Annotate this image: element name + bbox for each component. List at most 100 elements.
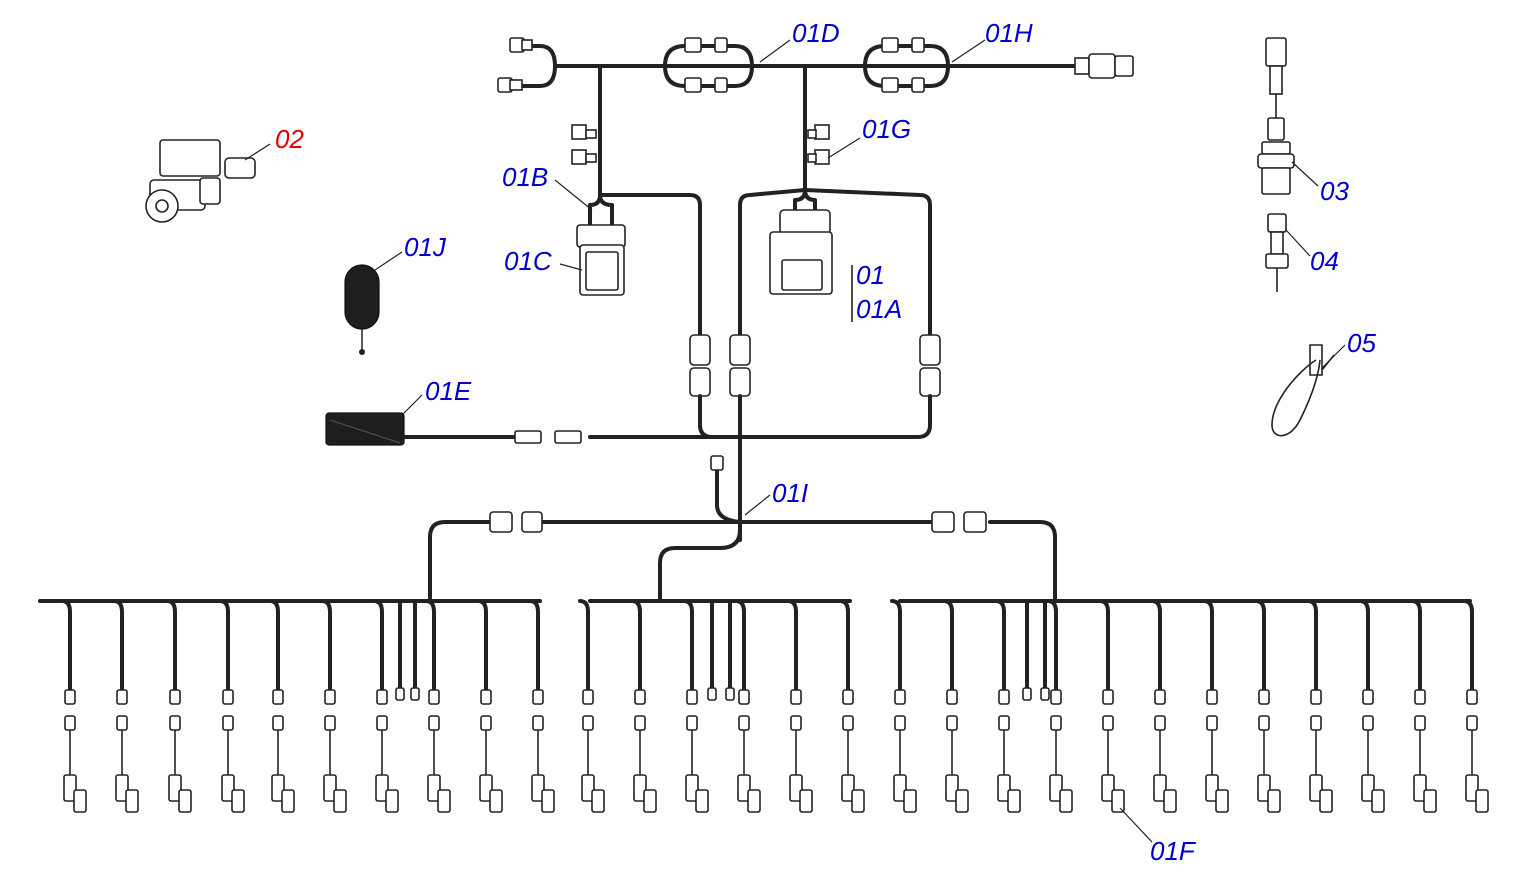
drop-connector <box>582 689 594 705</box>
drop-sensor-plug <box>1215 789 1229 813</box>
short-drop-connector <box>410 687 420 701</box>
drop-sensor-plug <box>178 789 192 813</box>
drop-connector <box>1310 689 1322 705</box>
drop-connector <box>998 689 1010 705</box>
drop-wire <box>268 599 280 692</box>
sensor-04 <box>1265 213 1289 292</box>
drop-wire <box>528 599 540 692</box>
drop-connector <box>532 689 544 705</box>
drop-connector-mate <box>532 715 544 731</box>
drop-sensor-plug <box>231 789 245 813</box>
label-01c: 01C <box>504 246 552 276</box>
drop-connector <box>1414 689 1426 705</box>
label-01f: 01F <box>1150 836 1197 866</box>
controller-01 <box>769 209 853 322</box>
module-01c <box>576 224 626 296</box>
label-01j: 01J <box>404 232 447 262</box>
drop-sensor-plug <box>1059 789 1073 813</box>
drop-connector-mate <box>169 715 181 731</box>
drop-connector-mate <box>1362 715 1374 731</box>
drop-wire <box>112 599 124 692</box>
drop-connector-mate <box>946 715 958 731</box>
drop-sensor-plug <box>851 789 865 813</box>
drop-wire <box>630 599 642 692</box>
drop-connector <box>738 689 750 705</box>
drop-sensor <box>168 774 182 802</box>
drop-sensor <box>685 774 699 802</box>
label-01g: 01G <box>862 114 911 144</box>
short-drop-connector <box>725 687 735 701</box>
short-drop-connector <box>395 687 405 701</box>
drop-sensor-plug <box>591 789 605 813</box>
drop-sensor-plug <box>1319 789 1333 813</box>
label-01d: 01D <box>792 18 840 48</box>
drop-wire <box>786 599 798 692</box>
drop-sensor-plug <box>1111 789 1125 813</box>
drop-sensor-plug <box>541 789 555 813</box>
drop-connector-mate <box>428 715 440 731</box>
middle-harness <box>428 394 1057 600</box>
drop-wire <box>1046 599 1058 692</box>
drop-sensor <box>63 774 77 802</box>
drop-connector-mate <box>222 715 234 731</box>
drop-connector <box>428 689 440 705</box>
drop-sensor-plug <box>643 789 657 813</box>
drop-sensor-plug <box>125 789 139 813</box>
short-drop-connector <box>1040 687 1050 701</box>
drop-sensor-plug <box>799 789 813 813</box>
drop-sensor <box>841 774 855 802</box>
drop-connector <box>1102 689 1114 705</box>
drop-wire <box>838 599 850 692</box>
drop-sensor <box>893 774 907 802</box>
drop-sensor-plug <box>489 789 503 813</box>
drop-connector-mate <box>686 715 698 731</box>
drop-sensor-plug <box>1475 789 1489 813</box>
short-drop-connector <box>707 687 717 701</box>
drop-sensor-plug <box>955 789 969 813</box>
drop-connector <box>1362 689 1374 705</box>
drop-connector-mate <box>116 715 128 731</box>
drop-sensor-plug <box>437 789 451 813</box>
drop-connector-mate <box>790 715 802 731</box>
drop-connector <box>169 689 181 705</box>
drop-wire <box>218 599 230 692</box>
drop-connector <box>64 689 76 705</box>
drop-wire <box>1358 599 1370 692</box>
drop-sensor <box>1049 774 1063 802</box>
drop-connector <box>1466 689 1478 705</box>
drop-connector-mate <box>738 715 750 731</box>
label-01h: 01H <box>985 18 1033 48</box>
valve-assembly-02 <box>145 139 256 223</box>
drop-wire <box>1306 599 1318 692</box>
drop-connector-mate <box>582 715 594 731</box>
drop-sensor <box>581 774 595 802</box>
drop-sensor <box>1309 774 1323 802</box>
drop-sensor-plug <box>385 789 399 813</box>
drop-connector <box>324 689 336 705</box>
drop-connector <box>1154 689 1166 705</box>
drop-wire <box>682 599 694 692</box>
drop-wire <box>994 599 1006 692</box>
drop-connector-mate <box>1414 715 1426 731</box>
drop-wire <box>320 599 332 692</box>
drop-sensor <box>945 774 959 802</box>
drop-sensor <box>1205 774 1219 802</box>
drop-sensor <box>1257 774 1271 802</box>
cable-tie-05 <box>1271 344 1335 437</box>
drop-sensor <box>1465 774 1479 802</box>
label-01i: 01I <box>772 478 808 508</box>
connector-01i <box>489 455 987 533</box>
drop-sensor <box>1101 774 1115 802</box>
drop-connector-mate <box>1206 715 1218 731</box>
drop-connector-mate <box>480 715 492 731</box>
top-connectors <box>497 37 1134 165</box>
drop-connector <box>842 689 854 705</box>
label-01b: 01B <box>502 162 548 192</box>
drop-wire <box>578 599 590 692</box>
drop-sensor <box>997 774 1011 802</box>
drop-wire <box>1202 599 1214 692</box>
drop-sensor-plug <box>1163 789 1177 813</box>
drop-connector-mate <box>1154 715 1166 731</box>
drop-sensor-plug <box>73 789 87 813</box>
label-05: 05 <box>1347 328 1376 358</box>
